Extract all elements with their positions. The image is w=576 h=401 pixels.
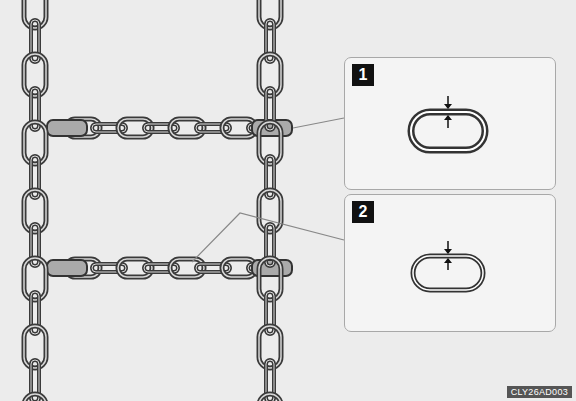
callout-number: 2: [352, 201, 374, 223]
callout-box: 1: [344, 57, 556, 190]
leader-line: [293, 118, 344, 128]
image-code: CLY26AD003: [507, 386, 572, 398]
callout-panel: [344, 194, 556, 332]
link-detail: [411, 96, 485, 150]
link-detail: [413, 241, 483, 290]
callout-panel: [344, 57, 556, 190]
chain: [24, 0, 292, 401]
leader-line: [192, 213, 344, 262]
callout-box: 2: [344, 194, 556, 332]
callout-number: 1: [352, 64, 374, 86]
